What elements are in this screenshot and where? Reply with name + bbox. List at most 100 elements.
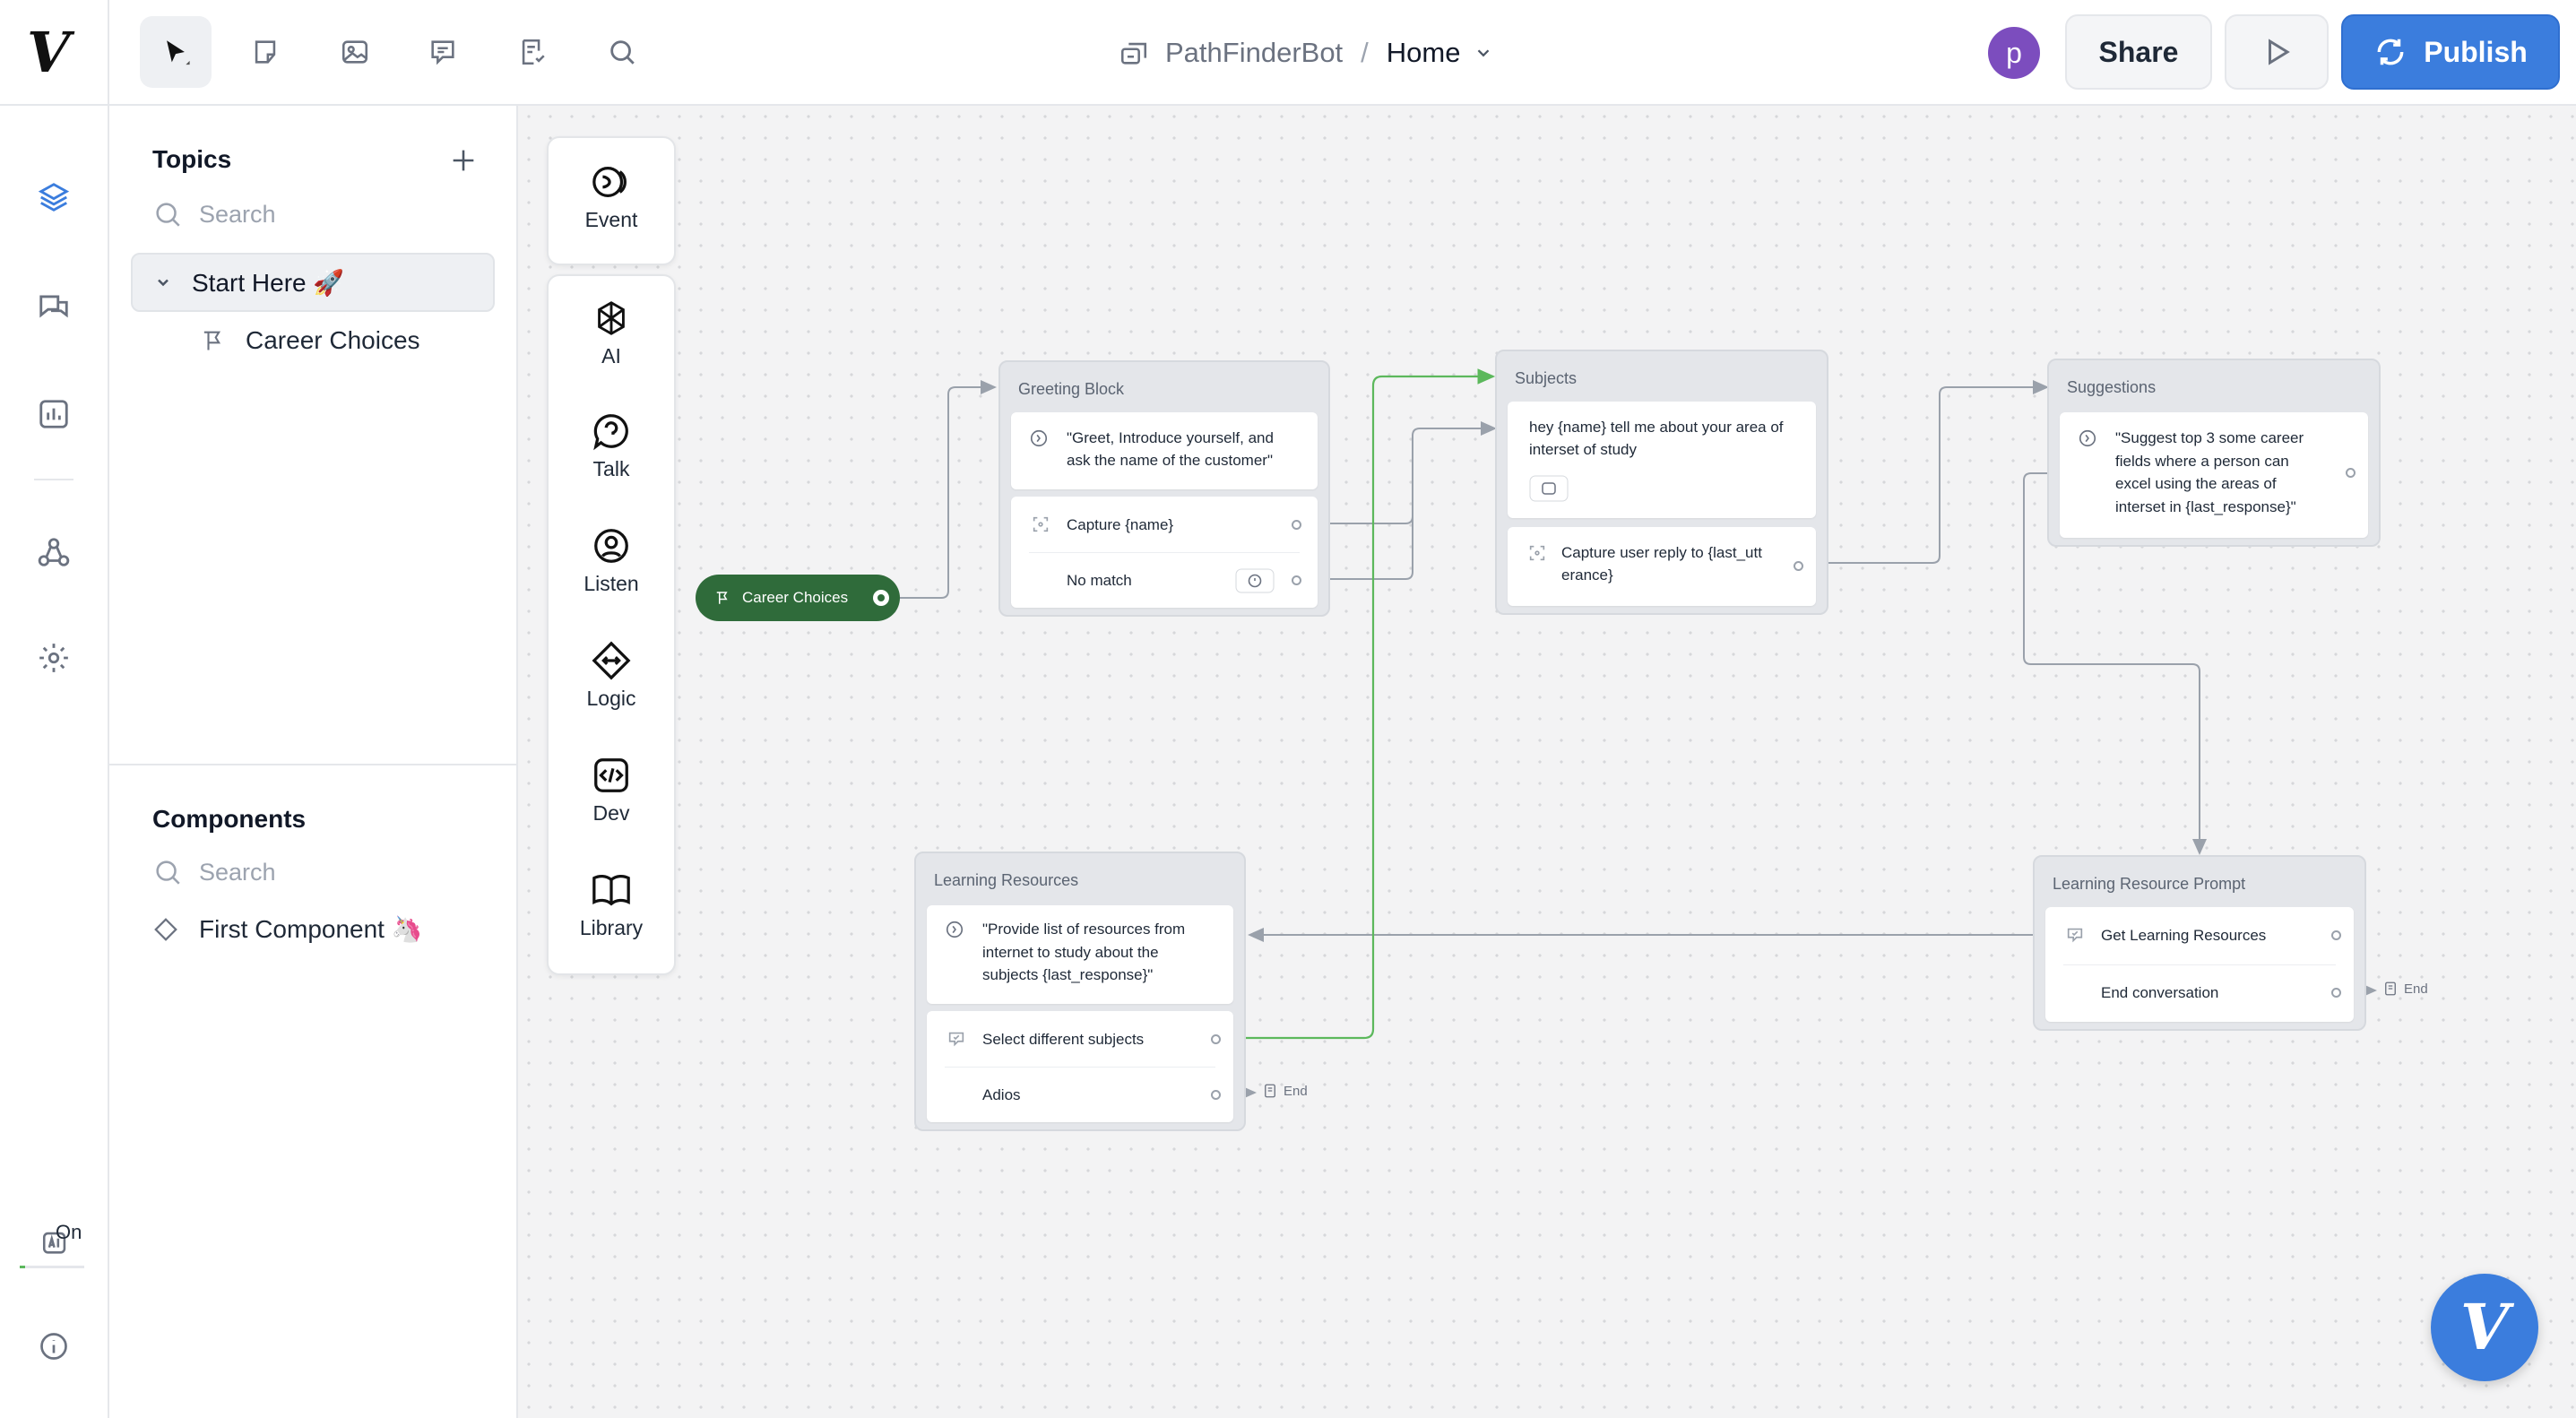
learning-resources-line3: subjects {last_response}" — [982, 966, 1154, 983]
palette-ai[interactable]: AI — [547, 298, 676, 368]
learning-resources-block[interactable]: Learning Resources "Provide list of reso… — [914, 852, 1246, 1131]
capture-name-row[interactable]: Capture {name} — [1011, 511, 1318, 538]
variant-icon[interactable] — [1529, 475, 1569, 502]
component-first[interactable]: First Component 🦄 — [152, 914, 423, 944]
choice-end-conversation-port[interactable] — [2331, 988, 2341, 998]
greeting-prompt-card[interactable]: "Greet, Introduce yourself, and ask the … — [1011, 412, 1318, 489]
palette-event-label: Event — [584, 208, 638, 231]
breadcrumb: PathFinderBot / Home — [1119, 32, 1493, 73]
transcript-tool-button[interactable] — [497, 16, 568, 88]
learning-resources-prompt-card[interactable]: "Provide list of resources from internet… — [927, 905, 1233, 1004]
subjects-capture-port[interactable] — [1794, 561, 1803, 571]
palette-talk[interactable]: Talk — [547, 411, 676, 481]
topics-search-input[interactable]: Search — [152, 199, 276, 229]
palette-logic[interactable]: Logic — [547, 640, 676, 711]
voiceflow-v-icon: V — [2459, 1290, 2510, 1364]
start-node-career-choices[interactable]: Career Choices — [696, 575, 900, 621]
subjects-text-card[interactable]: hey {name} tell me about your area of in… — [1508, 402, 1816, 518]
chevron-down-icon[interactable] — [154, 273, 172, 291]
choice-adios-row[interactable]: Adios — [927, 1081, 1233, 1108]
rail-designer[interactable] — [34, 177, 73, 217]
greeting-prompt-line2: ask the name of the customer" — [1067, 452, 1273, 469]
flag-icon — [716, 592, 728, 604]
palette-dev[interactable]: Dev — [547, 755, 676, 826]
start-node-port[interactable] — [873, 590, 889, 606]
capture-port[interactable] — [1292, 520, 1301, 530]
ai-toggle-fill — [20, 1266, 25, 1268]
chevron-down-icon[interactable] — [1474, 43, 1493, 63]
component-first-label: First Component 🦄 — [199, 915, 423, 943]
ai-toggle-label: On — [56, 1221, 82, 1243]
select-tool-button[interactable] — [140, 16, 212, 88]
share-button[interactable]: Share — [2065, 14, 2212, 90]
voiceflow-logo[interactable]: V — [27, 20, 71, 85]
choice-icon — [2067, 928, 2083, 943]
topics-search-placeholder: Search — [199, 200, 276, 228]
topic-career-choices[interactable]: Career Choices — [199, 326, 420, 355]
rail-integrations[interactable] — [34, 532, 73, 572]
end-tag-end-conversation-label: End — [2404, 981, 2428, 997]
choice-icon — [948, 1032, 964, 1047]
image-tool-button[interactable] — [319, 16, 391, 88]
ai-assist-icon — [42, 1232, 66, 1254]
ai-prompt-icon — [946, 921, 964, 938]
choice-select-different-port[interactable] — [1211, 1034, 1221, 1044]
choice-end-conversation-row[interactable]: End conversation — [2045, 979, 2354, 1006]
assistant-launcher-button[interactable]: V — [2431, 1274, 2538, 1381]
lr-prompt-choice-card[interactable]: Get Learning Resources End conversation — [2045, 907, 2354, 1022]
palette-library[interactable]: Library — [547, 869, 676, 940]
rail-conversations[interactable] — [34, 287, 73, 326]
greeting-block[interactable]: Greeting Block "Greet, Introduce yoursel… — [998, 360, 1330, 617]
ai-toggle[interactable] — [36, 1223, 75, 1262]
note-tool-button[interactable] — [229, 16, 301, 88]
gear-icon — [39, 644, 68, 672]
rail-settings[interactable] — [34, 638, 73, 678]
row-divider — [2063, 964, 2336, 965]
palette-event[interactable]: Event — [547, 161, 676, 232]
chart-icon — [39, 400, 68, 428]
greeting-capture-card[interactable]: Capture {name} No match — [1011, 497, 1318, 608]
suggestions-prompt-card[interactable]: "Suggest top 3 some career fields where … — [2060, 412, 2368, 538]
choice-adios-port[interactable] — [1211, 1090, 1221, 1100]
reprompt-icon[interactable] — [1235, 568, 1275, 593]
choice-get-learning-row[interactable]: Get Learning Resources — [2045, 921, 2354, 948]
palette-library-label: Library — [579, 916, 644, 939]
subjects-capture-line1: Capture user reply to {last_utt — [1561, 544, 1762, 561]
book-icon — [592, 875, 630, 906]
suggestions-line1: "Suggest top 3 some career — [2115, 429, 2304, 446]
avatar[interactable]: p — [1988, 27, 2040, 79]
end-tag-end-conversation: End — [2382, 981, 2428, 997]
palette-listen[interactable]: Listen — [547, 525, 676, 596]
topic-start-here[interactable]: Start Here 🚀 — [131, 253, 495, 312]
search-icon — [156, 203, 180, 227]
canvas[interactable] — [518, 106, 2576, 1418]
no-match-port[interactable] — [1292, 575, 1301, 585]
page-name[interactable]: Home — [1386, 37, 1461, 68]
rail-info[interactable] — [34, 1327, 73, 1366]
subjects-block[interactable]: Subjects hey {name} tell me about your a… — [1495, 350, 1828, 615]
palette-steps-box — [547, 274, 676, 975]
suggestions-block[interactable]: Suggestions "Suggest top 3 some career f… — [2047, 359, 2381, 547]
component-diamond-icon — [154, 917, 177, 941]
learning-resource-prompt-title: Learning Resource Prompt — [2053, 875, 2246, 893]
row-divider — [1029, 552, 1300, 553]
no-match-row[interactable]: No match — [1011, 566, 1318, 593]
run-button[interactable] — [2225, 14, 2329, 90]
rail-analytics[interactable] — [34, 394, 73, 434]
comment-tool-button[interactable] — [407, 16, 479, 88]
publish-button[interactable]: Publish — [2341, 14, 2560, 90]
logic-icon — [592, 641, 631, 680]
subjects-capture-card[interactable]: Capture user reply to {last_utt erance} — [1508, 527, 1816, 606]
add-topic-icon[interactable] — [448, 145, 479, 176]
components-search-input[interactable]: Search — [152, 857, 276, 887]
top-bar: V PathFinderBot / — [0, 0, 2576, 106]
suggestions-port[interactable] — [2346, 468, 2356, 478]
choice-get-learning-port[interactable] — [2331, 930, 2341, 940]
project-name[interactable]: PathFinderBot — [1165, 37, 1344, 68]
learning-resources-choice-card[interactable]: Select different subjects Adios — [927, 1011, 1233, 1122]
learning-resource-prompt-block[interactable]: Learning Resource Prompt Get Learning Re… — [2033, 855, 2366, 1031]
ai-prompt-icon — [1030, 429, 1048, 447]
subjects-text-line1: hey {name} tell me about your area of — [1529, 419, 1784, 436]
choice-select-different-row[interactable]: Select different subjects — [927, 1025, 1233, 1052]
search-tool-button[interactable] — [586, 16, 658, 88]
